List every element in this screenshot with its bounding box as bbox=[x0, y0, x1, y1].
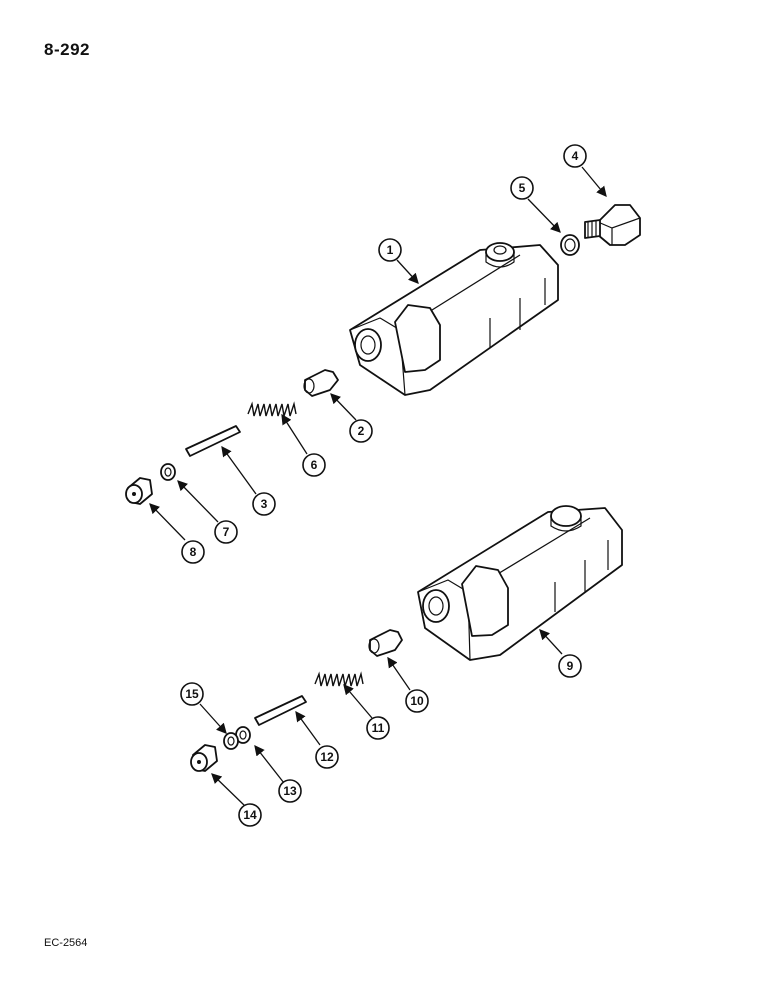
callout-6: 6 bbox=[302, 453, 326, 477]
callout-label: 12 bbox=[320, 750, 334, 764]
washer-part-15 bbox=[223, 732, 239, 750]
callout-14: 14 bbox=[238, 803, 262, 827]
plug-part-4 bbox=[584, 204, 641, 246]
valve-body-lower bbox=[417, 505, 623, 661]
valve-body-upper bbox=[349, 242, 559, 396]
callout-label: 3 bbox=[261, 497, 268, 511]
callout-label: 4 bbox=[572, 149, 579, 163]
callout-1: 1 bbox=[378, 238, 402, 262]
callout-4: 4 bbox=[563, 144, 587, 168]
callout-15: 15 bbox=[180, 682, 204, 706]
figure-code: EC-2564 bbox=[44, 937, 88, 949]
callout-13: 13 bbox=[278, 779, 302, 803]
rod-part-12 bbox=[254, 695, 307, 726]
callout-label: 8 bbox=[190, 545, 197, 559]
callout-label: 10 bbox=[410, 694, 424, 708]
callout-3: 3 bbox=[252, 492, 276, 516]
callout-11: 11 bbox=[366, 716, 390, 740]
callout-label: 5 bbox=[519, 181, 526, 195]
callout-12: 12 bbox=[315, 745, 339, 769]
callout-9: 9 bbox=[558, 654, 582, 678]
callout-label: 1 bbox=[387, 243, 394, 257]
callout-label: 9 bbox=[567, 659, 574, 673]
spring-part-11 bbox=[314, 671, 364, 687]
callout-7: 7 bbox=[214, 520, 238, 544]
callout-label: 13 bbox=[283, 784, 297, 798]
page-number: 8-292 bbox=[44, 40, 90, 59]
callout-label: 15 bbox=[185, 687, 199, 701]
washer-part-5 bbox=[560, 234, 580, 256]
rod-part-3 bbox=[185, 425, 241, 457]
washer-part-7 bbox=[160, 463, 176, 481]
plug-part-8 bbox=[125, 477, 153, 505]
callout-label: 14 bbox=[243, 808, 257, 822]
leader-lines bbox=[149, 166, 607, 807]
spring-part-6 bbox=[247, 401, 297, 417]
callout-label: 2 bbox=[358, 424, 365, 438]
plug-part-14 bbox=[190, 744, 218, 772]
callout-2: 2 bbox=[349, 419, 373, 443]
poppet-part-10 bbox=[368, 629, 403, 657]
callout-8: 8 bbox=[181, 540, 205, 564]
callout-label: 11 bbox=[372, 721, 385, 735]
callout-10: 10 bbox=[405, 689, 429, 713]
callout-label: 7 bbox=[223, 525, 230, 539]
callout-label: 6 bbox=[311, 458, 318, 472]
poppet-part-2 bbox=[303, 369, 339, 397]
callout-5: 5 bbox=[510, 176, 534, 200]
